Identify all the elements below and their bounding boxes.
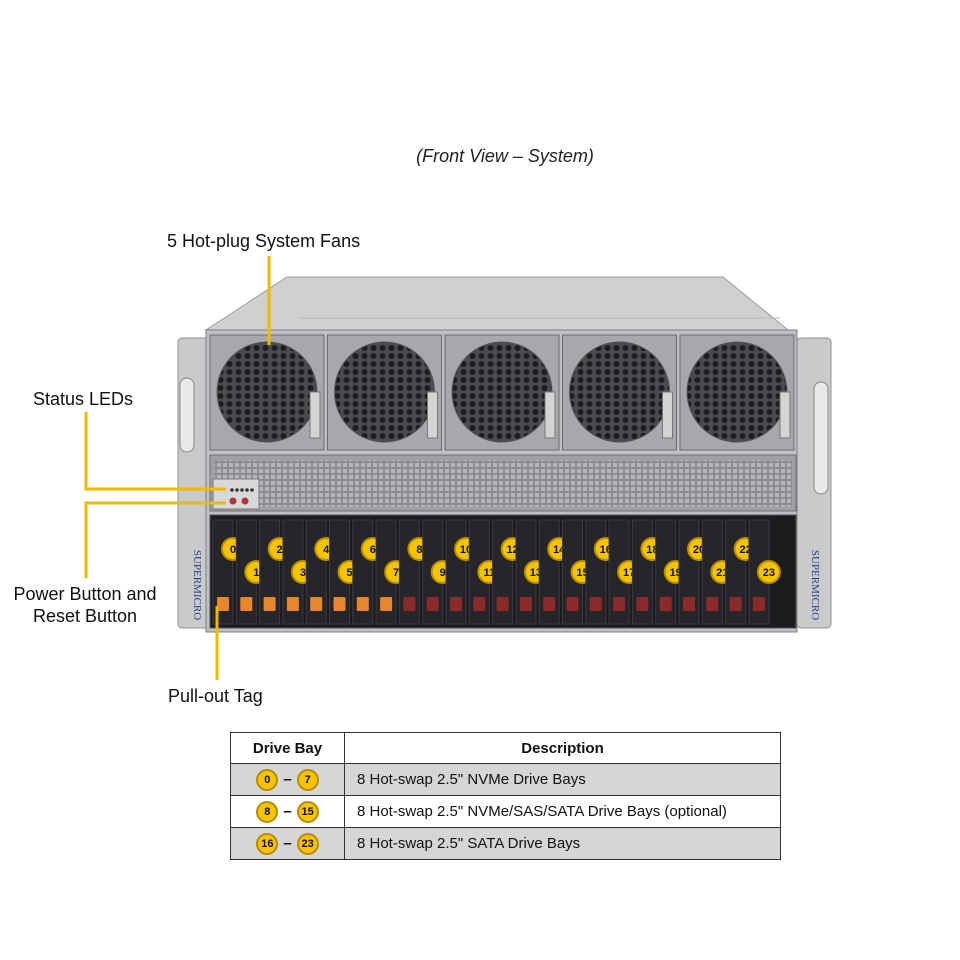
power-reset-callout-line2: Reset Button — [32, 606, 138, 626]
left-handle — [179, 377, 195, 453]
bay-badge: 23 — [296, 832, 319, 855]
bay-description: 8 Hot-swap 2.5" SATA Drive Bays — [344, 827, 781, 860]
sata-release-tab — [589, 597, 602, 611]
drive-bay-range: 8–15 — [230, 795, 345, 828]
nvme-release-tab — [333, 597, 346, 611]
fan-latch — [779, 391, 791, 439]
brand-logo-right: SUPERMICRO — [809, 550, 821, 620]
drive-bay-number: 4 — [323, 544, 330, 556]
led-indicator — [230, 488, 234, 492]
power-reset-callout-line — [84, 501, 226, 578]
brand-logo-left: SUPERMICRO — [191, 550, 203, 620]
pullout-tag-callout-label: Pull-out Tag — [168, 686, 263, 706]
drive-bay-range: 0–7 — [230, 763, 345, 796]
nvme-release-tab — [310, 597, 323, 611]
led-indicator — [250, 488, 254, 492]
reset-button — [241, 497, 249, 505]
led-indicator — [235, 488, 239, 492]
bay-badge: 0 — [256, 768, 279, 791]
fan-latch — [662, 391, 673, 439]
page-title: (Front View – System) — [416, 146, 594, 166]
sata-release-tab — [729, 597, 742, 611]
power-button — [229, 497, 237, 505]
table-header-description: Description — [344, 732, 781, 764]
drive-bay-table: Drive Bay Description 0–7 8 Hot-swap 2.5… — [230, 732, 781, 860]
bay-description: 8 Hot-swap 2.5" NVMe/SAS/SATA Drive Bays… — [344, 795, 781, 828]
drive-bay-range: 16–23 — [230, 827, 345, 860]
sata-release-tab — [496, 597, 509, 611]
nvme-release-tab — [217, 597, 229, 611]
drive-bay-number: 1 — [253, 567, 259, 579]
fan-modules — [209, 334, 795, 451]
bay-badge: 8 — [256, 800, 279, 823]
fan-latch — [544, 391, 556, 439]
drive-bay-number: 9 — [440, 567, 446, 579]
sata-release-tab — [752, 597, 765, 611]
bay-badge: 16 — [256, 832, 279, 855]
status-leds — [230, 488, 254, 492]
sata-release-tab — [659, 597, 672, 611]
nvme-release-tab — [263, 597, 276, 611]
nvme-release-tab — [380, 597, 393, 611]
sata-release-tab — [683, 597, 695, 611]
chassis-top-panel — [204, 276, 790, 331]
table-row: 16–23 8 Hot-swap 2.5" SATA Drive Bays — [230, 827, 781, 860]
sata-release-tab — [636, 597, 649, 611]
drive-bay-number: 8 — [416, 544, 422, 556]
power-reset-callout-label: Power Button and Reset Button — [10, 583, 160, 627]
sata-release-tab — [613, 597, 626, 611]
fans-callout-label: 5 Hot-plug System Fans — [167, 231, 361, 251]
fan-module — [209, 334, 325, 451]
table-header-drive-bay: Drive Bay — [230, 732, 345, 764]
fan-module — [327, 334, 442, 451]
nvme-release-tab — [240, 597, 253, 611]
sata-release-tab — [450, 597, 462, 611]
fan-module — [562, 334, 677, 451]
drive-bay: 2 — [259, 519, 292, 625]
drive-bay: 10 — [445, 519, 478, 625]
power-reset-callout-line1: Power Button and — [13, 584, 157, 604]
led-indicator — [245, 488, 249, 492]
fan-latch — [427, 391, 438, 439]
fan-module — [444, 334, 560, 451]
bay-description: 8 Hot-swap 2.5" NVMe Drive Bays — [344, 763, 781, 796]
drive-bay-number: 11 — [483, 567, 495, 579]
led-indicator — [240, 488, 244, 492]
sata-release-tab — [473, 597, 486, 611]
drive-bay-number: 5 — [346, 567, 352, 579]
status-leds-callout-line — [84, 412, 226, 491]
sata-release-tab — [519, 597, 532, 611]
drive-bay: 0 — [212, 519, 245, 625]
sata-release-tab — [426, 597, 439, 611]
table-row: 8–15 8 Hot-swap 2.5" NVMe/SAS/SATA Drive… — [230, 795, 781, 828]
drive-bay-number: 6 — [370, 544, 376, 556]
fan-latch — [309, 391, 321, 439]
drive-bay: 5 — [329, 519, 362, 625]
nvme-release-tab — [286, 597, 299, 611]
bay-badge: 15 — [296, 800, 319, 823]
drive-bay-badge — [756, 560, 781, 584]
table-row: 0–7 8 Hot-swap 2.5" NVMe Drive Bays — [230, 763, 781, 796]
sata-release-tab — [403, 597, 416, 611]
callout-lines — [84, 256, 271, 680]
drive-bay-number: 23 — [763, 567, 775, 579]
nvme-release-tab — [356, 597, 369, 611]
sata-release-tab — [543, 597, 556, 611]
fan-module — [679, 334, 795, 451]
sata-release-tab — [566, 597, 579, 611]
drive-bay-number: 2 — [277, 544, 283, 556]
sata-release-tab — [706, 597, 719, 611]
drive-bay-number: 0 — [230, 544, 236, 556]
status-leds-callout-label: Status LEDs — [33, 389, 134, 409]
bay-badge: 7 — [296, 768, 319, 791]
right-handle — [813, 381, 829, 495]
drive-bay-number: 3 — [300, 567, 306, 579]
vent-grille — [214, 460, 792, 507]
drive-bay: 23 — [748, 519, 781, 625]
drive-bay-number: 7 — [393, 567, 399, 579]
